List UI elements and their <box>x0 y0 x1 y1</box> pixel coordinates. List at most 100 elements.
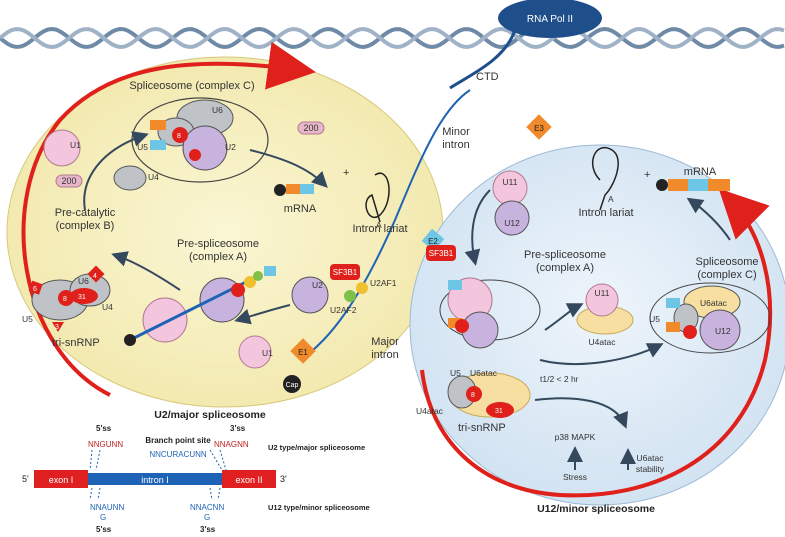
major-cycle-arrow <box>21 41 316 397</box>
major-cap-label: Cap <box>286 382 299 389</box>
minor-half-life: t1/2 < 2 hr <box>540 374 579 384</box>
minor-complex-c: U6atac U12 U5 <box>649 282 771 354</box>
major-tri-4: 4 <box>93 273 97 280</box>
major-title: U2/major spliceosome <box>154 409 266 421</box>
minor-intron-label-2: intron <box>442 139 470 151</box>
minor-stress: Stress <box>563 472 587 482</box>
minor-e2-label: E2 <box>428 237 438 246</box>
minor-c-u12: U12 <box>715 326 731 336</box>
legend-exon2-box <box>222 470 276 488</box>
major-200-pill-left: 200 <box>61 176 76 186</box>
legend-g3: G <box>204 513 210 522</box>
minor-complex-c-label-2: (complex C) <box>697 269 756 281</box>
minor-c-u5: U5 <box>649 314 660 324</box>
major-intron-label-1: Major <box>371 336 399 348</box>
legend-seq3-bot: NNACNN <box>190 503 224 512</box>
major-sf3b1-label: SF3B1 <box>333 268 358 277</box>
major-tri-label: tri-snRNP <box>52 337 100 349</box>
dna-strand <box>0 26 785 50</box>
major-spliceosome-cycle <box>6 41 444 408</box>
minor-released-u4atac: U4atac <box>589 337 617 347</box>
minor-a-label: A <box>608 194 614 204</box>
intron-legend: 5'ss 3'ss NNGUNN Branch point site NNCUR… <box>22 424 370 534</box>
minor-lariat-label: Intron lariat <box>578 207 633 219</box>
major-mrna-label: mRNA <box>284 203 317 215</box>
minor-prespl-label-2: (complex A) <box>536 262 594 274</box>
legend-seq5-bot: NNAUNN <box>90 503 124 512</box>
legend-seq5-top: NNGUNN <box>88 440 123 449</box>
major-tri-u5-label: U5 <box>22 314 33 324</box>
legend-seq3-top: NNAGNN <box>214 440 249 449</box>
major-u1-free-label: U1 <box>262 348 273 358</box>
minor-sf3b1-label: SF3B1 <box>429 249 454 258</box>
minor-tri-label: tri-snRNP <box>458 422 506 434</box>
minor-tri-31: 31 <box>495 408 503 415</box>
major-tri-u6-label: U6 <box>78 276 89 286</box>
legend-5ss-top: 5'ss <box>96 424 112 433</box>
legend-3ss-top: 3'ss <box>230 424 246 433</box>
minor-intron-label-1: Minor <box>442 126 470 138</box>
legend-5prime: 5' <box>22 474 29 484</box>
major-products: mRNA + A Intron lariat <box>274 167 408 235</box>
minor-tri-snrnp: 8 31 U5 U6atac U4atac tri-snRNP <box>416 368 531 434</box>
minor-cycle-arrow <box>420 188 773 498</box>
legend-exon1: exon I <box>49 475 74 485</box>
minor-tri-u6atac: U6atac <box>470 368 498 378</box>
major-200-pill-right: 200 <box>303 123 318 133</box>
minor-u12-label: U12 <box>504 218 520 228</box>
legend-3prime: 3' <box>280 474 287 484</box>
legend-branch-label: Branch point site <box>145 436 211 445</box>
major-precat-label-1: Pre-catalytic <box>55 207 116 219</box>
minor-complex-c-label-1: Spliceosome <box>696 256 759 268</box>
major-u2-free-label: U2 <box>312 280 323 290</box>
legend-exon1-box <box>34 470 88 488</box>
major-tri-31: 31 <box>78 294 86 301</box>
minor-tri-u4atac: U4atac <box>416 406 444 416</box>
major-tri-8: 8 <box>63 296 67 303</box>
major-u2-label: U2 <box>225 142 236 152</box>
legend-5ss-bot: 5'ss <box>96 525 112 534</box>
major-prespl-label-1: Pre-spliceosome <box>177 238 259 250</box>
major-u1-released-label: U1 <box>70 140 81 150</box>
major-complex-c: U6 U2 8 U5 <box>131 97 269 183</box>
legend-intron: intron I <box>141 475 169 485</box>
legend-g5: G <box>100 513 106 522</box>
major-complex-a <box>124 266 276 346</box>
rna-pol-ii-label: RNA Pol II <box>527 14 573 25</box>
dna-helix <box>0 26 785 50</box>
major-a-label: A <box>376 220 382 230</box>
minor-p38: p38 MAPK <box>555 432 596 442</box>
major-u6-label: U6 <box>212 105 223 115</box>
major-u4-released-label: U4 <box>148 172 159 182</box>
major-u2af2-label: U2AF2 <box>330 305 357 315</box>
major-lariat-label: Intron lariat <box>352 223 407 235</box>
major-precat-label-2: (complex B) <box>56 220 115 232</box>
legend-u2type: U2 type/major spliceosome <box>268 443 365 452</box>
minor-u6stab-2: stability <box>636 464 665 474</box>
legend-exon2: exon II <box>235 475 262 485</box>
minor-complex-a <box>439 277 541 349</box>
minor-e3-label: E3 <box>534 124 544 133</box>
major-c-8-label: 8 <box>177 133 181 140</box>
major-plus-label: + <box>343 167 349 179</box>
major-tri-snrnp: U6 8 31 4 6 3 U5 U4 tri-snRNP <box>22 265 113 349</box>
major-prespl-label-2: (complex A) <box>189 251 247 263</box>
major-tri-u4-label: U4 <box>102 302 113 312</box>
minor-prespl-label-1: Pre-spliceosome <box>524 249 606 261</box>
minor-tri-8: 8 <box>471 392 475 399</box>
minor-plus-label: + <box>644 169 650 181</box>
major-e1-label: E1 <box>298 348 308 357</box>
minor-title: U12/minor spliceosome <box>537 503 655 515</box>
legend-u12type: U12 type/minor spliceosome <box>268 503 370 512</box>
nascent-transcript <box>299 89 471 361</box>
major-u5-label: U5 <box>137 142 148 152</box>
legend-branch-seq: NNCURACUNN <box>149 450 207 459</box>
dna-strand <box>0 26 785 50</box>
major-tri-6: 6 <box>33 286 37 293</box>
minor-c-u6atac: U6atac <box>700 298 728 308</box>
minor-released-u11: U11 <box>595 288 610 298</box>
major-complex-c-label: Spliceosome (complex C) <box>129 80 254 92</box>
minor-u6stab-1: U6atac <box>637 453 665 463</box>
legend-intron-box <box>88 473 222 485</box>
minor-tri-u5: U5 <box>450 368 461 378</box>
